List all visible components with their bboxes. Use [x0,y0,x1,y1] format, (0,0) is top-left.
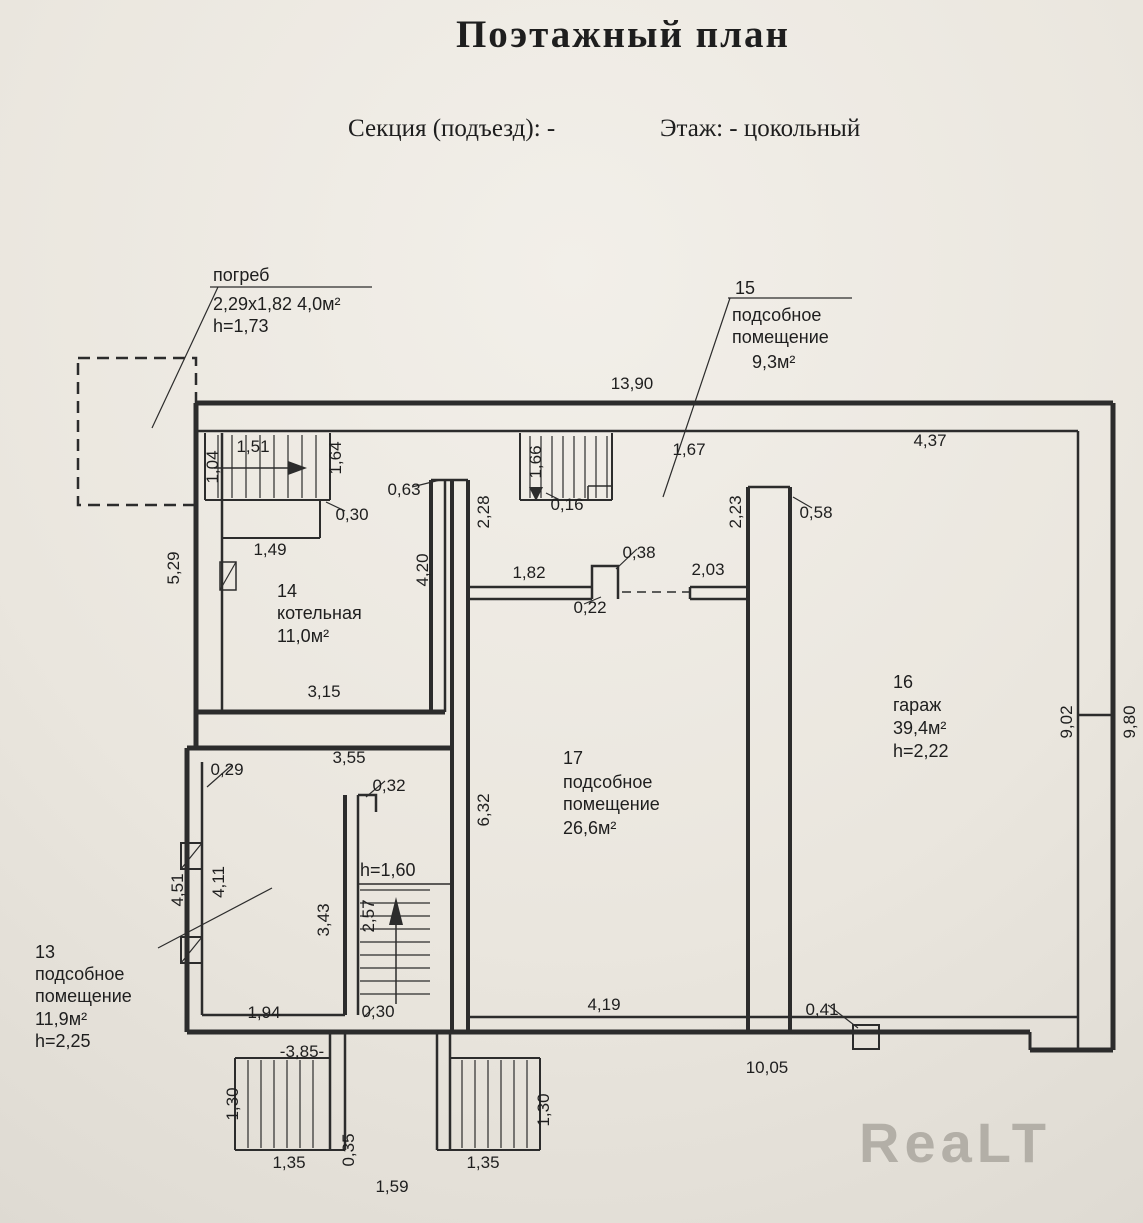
dim-4-37: 4,37 [913,431,946,450]
dim-13-90: 13,90 [611,374,654,393]
dim-10-05: 10,05 [746,1058,789,1077]
dim-3-15: 3,15 [307,682,340,701]
dim-2-23: 2,23 [726,495,745,528]
room13-area: 11,9м² [35,1009,87,1029]
dim-6-32: 6,32 [474,793,493,826]
room14-name: котельная [277,603,362,623]
stair-direction-arrow [389,897,403,925]
staircase-exterior-middle [435,1032,541,1151]
dim-1-94: 1,94 [247,1003,280,1022]
room15-name-line2: помещение [732,327,829,347]
room13-number: 13 [35,942,55,962]
room17-name-line2: помещение [563,794,660,814]
wall-pier [180,936,203,964]
dim-9-02: 9,02 [1057,705,1076,738]
room15-area: 9,3м² [752,352,795,372]
staircase-interior [360,889,430,1004]
dim-2-03: 2,03 [691,560,724,579]
stair-direction-arrow [529,487,543,501]
dim-9-80: 9,80 [1120,705,1139,738]
dim-1-64: 1,64 [326,441,345,474]
dim-0-16: 0,16 [550,495,583,514]
leader-lines [151,286,859,1029]
room14-area: 11,0м² [277,626,329,646]
dim-0-35: 0,35 [339,1133,358,1166]
dim-2-28: 2,28 [474,495,493,528]
room17-name-line1: подсобное [563,772,652,792]
bottom-wall-notch [852,1024,880,1050]
cellar-dims: 2,29x1,82 4,0м² [213,294,340,314]
dim-4-19: 4,19 [587,995,620,1014]
dim-0-22: 0,22 [573,598,606,617]
dim-3-43: 3,43 [314,903,333,936]
stair-clearance-height: h=1,60 [360,860,416,880]
dim-5-29: 5,29 [164,551,183,584]
door-jamb [219,561,237,591]
dim-0-29: 0,29 [210,760,243,779]
dim-0-30: 0,30 [335,505,368,524]
dim-4-20: 4,20 [413,553,432,586]
room15-number: 15 [735,278,755,298]
dim-1-59: 1,59 [375,1177,408,1196]
room16-area: 39,4м² [893,718,946,738]
realt-watermark: ReaLT [859,1111,1051,1174]
wall-pier [180,842,203,870]
staircase-exterior-left [234,1032,347,1151]
room-labels: погреб 2,29x1,82 4,0м² h=1,73 15 подсобн… [35,265,949,1051]
dim-0-41: 0,41 [805,1000,838,1019]
floor-label: Этаж: - цокольный [660,115,860,142]
dim-1-04: 1,04 [203,450,222,483]
stair-direction-arrow [288,461,307,475]
staircase-center [519,433,613,501]
room14-number: 14 [277,581,297,601]
dim-1-30: 1,30 [223,1087,242,1120]
dim-0-63: 0,63 [387,480,420,499]
room17-number: 17 [563,748,583,768]
dim-1-66: 1,66 [526,445,545,478]
cellar-height: h=1,73 [213,316,269,336]
dimensions-vertical: 1,04 1,64 5,29 4,20 2,28 1,66 2,23 6,32 … [164,441,1139,1166]
dim-1-49: 1,49 [253,540,286,559]
dim-0-32: 0,32 [372,776,405,795]
room13-name-line2: помещение [35,986,132,1006]
room13-name-line1: подсобное [35,964,124,984]
room13-height: h=2,25 [35,1031,91,1051]
section-label: Секция (подъезд): - [348,115,555,142]
dim-0-58: 0,58 [799,503,832,522]
header: Поэтажный план Секция (подъезд): - Этаж:… [348,13,860,142]
staircase-top-left [204,433,331,539]
dim-1-30: 1,30 [534,1093,553,1126]
dim-1-51: 1,51 [236,437,269,456]
room15-name-line1: подсобное [732,305,821,325]
room16-height: h=2,22 [893,741,949,761]
room16-name: гараж [893,695,941,715]
page-title: Поэтажный план [456,13,790,56]
dim-2-57: 2,57 [359,899,378,932]
dim-0-38: 0,38 [622,543,655,562]
cellar-dashed-outline [76,356,198,507]
interior-walls [343,478,792,1032]
dim-3-55: 3,55 [332,748,365,767]
wall-details [180,561,237,964]
dimensions-horizontal: 13,90 4,37 1,51 0,30 1,49 0,63 0,16 1,67… [210,374,946,1196]
dim-1-67: 1,67 [672,440,705,459]
dim-1-35: 1,35 [466,1153,499,1172]
dim-4-11: 4,11 [209,866,228,898]
cellar-name: погреб [213,265,269,285]
dim-1-35: 1,35 [272,1153,305,1172]
elevation-mark: -3,85- [280,1042,324,1061]
dim-0-30: 0,30 [361,1002,394,1021]
dim-4-51: 4,51 [168,873,187,906]
room17-area: 26,6м² [563,818,616,838]
dim-1-82: 1,82 [512,563,545,582]
room16-number: 16 [893,672,913,692]
